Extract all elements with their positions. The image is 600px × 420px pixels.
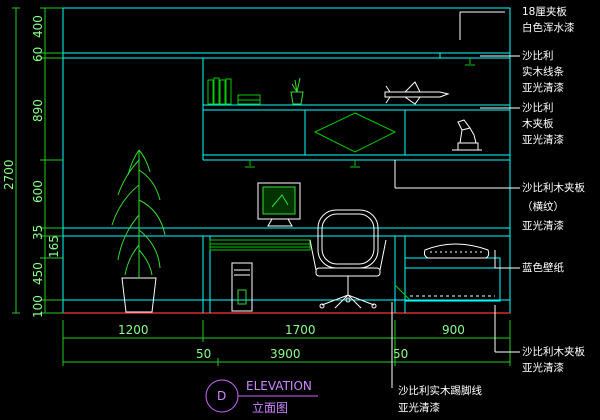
dim-height-100: 100 (31, 295, 45, 318)
note-solid-wood-line-3: 亚光清漆 (522, 81, 564, 94)
office-chair-icon (309, 209, 387, 309)
desk (63, 227, 510, 313)
note-bench-wood-line-1: 沙比利木夹板 (522, 345, 585, 358)
small-plant-icon (290, 77, 304, 105)
dim-width-1700: 1700 (285, 323, 316, 337)
note-wood-board-line-1: 沙比利 (522, 101, 554, 114)
dim-height-450: 450 (31, 262, 45, 285)
dim-width-50-right: 50 (393, 347, 408, 361)
title-chinese: 立面图 (252, 400, 288, 415)
storage-bench (394, 257, 501, 302)
note-solid-wood-line-1: 沙比利 (522, 49, 554, 62)
note-solid-wood-line-2: 实木线条 (522, 65, 564, 78)
left-dimension-lines (12, 7, 63, 314)
airplane-model-icon (384, 81, 450, 105)
note-horizontal-grain-line-1: 沙比利木夹板 (522, 181, 585, 194)
note-plywood-line-2: 白色浑水漆 (522, 21, 575, 34)
title-english: ELEVATION (246, 379, 312, 393)
note-blue-wallpaper: 蓝色壁纸 (522, 261, 564, 274)
dim-height-890: 890 (31, 99, 45, 122)
tall-plant-icon (111, 149, 166, 313)
dim-height-400: 400 (31, 15, 45, 38)
bottom-dimension-lines (62, 320, 511, 366)
dim-width-3900: 3900 (270, 347, 301, 361)
monitor-icon (257, 182, 301, 227)
note-horizontal-grain-line-2: （横纹） (522, 200, 564, 213)
note-wood-board-line-2: 木夹板 (522, 117, 554, 130)
cushion-icon (423, 243, 490, 259)
note-horizontal-grain-line-3: 亚光清漆 (522, 219, 564, 232)
title-symbol: D (217, 389, 226, 403)
note-leader-lines (391, 11, 520, 388)
wall-shelf-unit (202, 53, 510, 161)
drawing-title-block: D ELEVATION 立面图 (205, 379, 318, 415)
dim-width-50-left: 50 (196, 347, 211, 361)
dim-total-height: 2700 (2, 159, 16, 190)
note-baseboard-line-1: 沙比利实木踢脚线 (398, 384, 482, 397)
dim-width-900: 900 (442, 323, 465, 337)
pc-tower-icon (231, 262, 253, 312)
dim-width-1200: 1200 (118, 323, 149, 337)
note-plywood-line-1: 18厘夹板 (522, 5, 567, 18)
books (207, 77, 261, 105)
dim-height-600: 600 (31, 180, 45, 203)
dim-height-35: 35 (31, 225, 45, 240)
note-wood-board-line-3: 亚光清漆 (522, 133, 564, 146)
note-baseboard-line-2: 亚光清漆 (398, 401, 440, 414)
dim-height-60: 60 (31, 47, 45, 62)
note-bench-wood-line-2: 亚光清漆 (522, 361, 564, 374)
shelf-brackets (245, 58, 475, 168)
horse-statue-icon (452, 119, 482, 151)
dim-height-165: 165 (47, 235, 61, 258)
